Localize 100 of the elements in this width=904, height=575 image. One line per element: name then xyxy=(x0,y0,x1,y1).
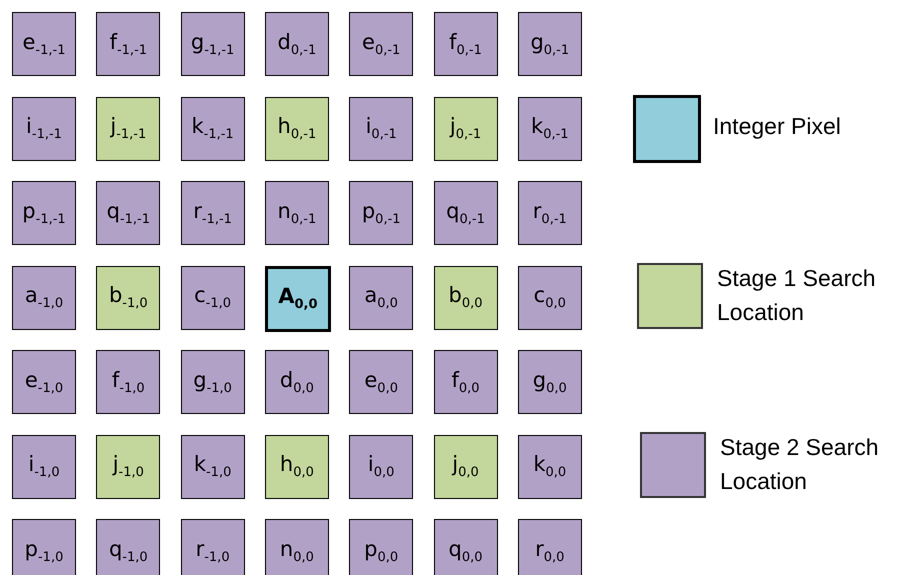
search-location-box xyxy=(518,350,582,414)
pixel-label: p$_{-1,-1}$ xyxy=(22,198,66,228)
legend-label: Integer Pixel xyxy=(713,112,842,141)
search-location-box xyxy=(518,12,582,76)
pixel-label: n$_{0,-1}$ xyxy=(278,198,316,228)
search-location-box xyxy=(12,12,76,76)
search-location-box xyxy=(96,266,160,330)
pixel-label: g$_{0,-1}$ xyxy=(530,30,570,58)
pixel-label: k$_{0,-1}$ xyxy=(531,114,569,143)
search-location-box xyxy=(264,350,329,414)
pixel-label: r$_{-1,-1}$ xyxy=(193,198,232,228)
pixel-label: i$_{0,-1}$ xyxy=(366,114,397,143)
search-location-box xyxy=(349,266,414,330)
pixel-label: n$_{0,0}$ xyxy=(280,536,314,566)
pixel-label: i$_{0,0}$ xyxy=(368,452,394,481)
search-location-box xyxy=(349,350,414,414)
pixel-label: h$_{0,-1}$ xyxy=(278,114,316,143)
pixel-label: q$_{0,0}$ xyxy=(448,536,483,566)
pixel-label: p$_{0,0}$ xyxy=(364,536,398,566)
search-location-box xyxy=(264,12,329,76)
search-location-box xyxy=(180,266,245,330)
search-location-box xyxy=(518,434,582,498)
pixel-label: g$_{-1,0}$ xyxy=(193,368,232,396)
pixel-label: c$_{-1,0}$ xyxy=(194,283,232,312)
search-location-box xyxy=(264,96,329,160)
search-location-box xyxy=(264,519,329,575)
search-location-box xyxy=(180,12,245,76)
search-location-box xyxy=(518,519,582,575)
search-location-box xyxy=(12,519,76,575)
pixel-label: i$_{-1,0}$ xyxy=(28,452,60,481)
pixel-label: r$_{0,0}$ xyxy=(535,536,564,566)
pixel-label: q$_{0,-1}$ xyxy=(446,198,485,228)
integer-pixel-box xyxy=(264,266,331,332)
search-location-box xyxy=(12,434,76,498)
legend-label: Stage 2 Search Location xyxy=(720,433,880,496)
pixel-label: e$_{0,-1}$ xyxy=(362,30,400,58)
legend-label: Stage 1 Search Location xyxy=(717,264,877,327)
search-location-box xyxy=(180,181,245,245)
search-location-box xyxy=(349,181,414,245)
pixel-label: f$_{-1,-1}$ xyxy=(110,30,148,58)
pixel-label: a$_{-1,0}$ xyxy=(24,283,64,312)
pixel-label: f$_{-1,0}$ xyxy=(112,368,145,396)
search-location-box xyxy=(96,519,160,575)
pixel-label: b$_{0,0}$ xyxy=(448,283,483,312)
search-location-box xyxy=(434,434,498,498)
pixel-label: j$_{0,0}$ xyxy=(452,452,479,481)
pixel-label: d$_{0,-1}$ xyxy=(278,30,316,58)
pixel-label: k$_{0,0}$ xyxy=(533,452,566,481)
search-location-box xyxy=(96,434,160,498)
pixel-label: f$_{0,0}$ xyxy=(451,368,480,396)
search-location-box xyxy=(96,350,160,414)
search-location-box xyxy=(12,266,76,330)
pixel-label: q$_{-1,-1}$ xyxy=(106,198,150,228)
search-location-box xyxy=(264,434,329,498)
search-location-box xyxy=(349,434,414,498)
pixel-label: j$_{-1,0}$ xyxy=(112,452,144,481)
search-location-box xyxy=(434,519,498,575)
pixel-label: g$_{-1,-1}$ xyxy=(190,30,234,58)
search-location-box xyxy=(12,96,76,160)
pixel-label: h$_{0,0}$ xyxy=(280,452,314,481)
search-location-box xyxy=(180,434,245,498)
search-location-box xyxy=(96,181,160,245)
pixel-label: e$_{-1,-1}$ xyxy=(22,30,66,58)
pixel-label: e$_{-1,0}$ xyxy=(24,368,64,396)
search-location-box xyxy=(518,266,582,330)
pixel-label: j$_{0,-1}$ xyxy=(450,114,482,143)
pixel-label: f$_{0,-1}$ xyxy=(449,30,482,58)
search-location-box xyxy=(349,519,414,575)
search-location-box xyxy=(434,266,498,330)
search-location-box xyxy=(12,181,76,245)
pixel-label: r$_{0,-1}$ xyxy=(532,198,567,228)
pixel-label: a$_{0,0}$ xyxy=(364,283,398,312)
search-location-box xyxy=(96,96,160,160)
pixel-label: d$_{0,0}$ xyxy=(280,368,314,396)
search-location-box xyxy=(518,96,582,160)
pixel-label: c$_{0,0}$ xyxy=(534,283,566,312)
search-location-box xyxy=(180,350,245,414)
pixel-label: g$_{0,0}$ xyxy=(532,368,567,396)
pixel-label: p$_{0,-1}$ xyxy=(362,198,401,228)
pixel-label: i$_{-1,-1}$ xyxy=(26,114,62,143)
search-location-box xyxy=(264,181,329,245)
search-location-box xyxy=(96,12,160,76)
search-location-box xyxy=(349,96,414,160)
search-location-box xyxy=(434,96,498,160)
search-location-box xyxy=(180,519,245,575)
search-location-box xyxy=(434,350,498,414)
search-location-box xyxy=(434,181,498,245)
search-location-box xyxy=(12,350,76,414)
search-location-box xyxy=(349,12,414,76)
search-location-box xyxy=(434,12,498,76)
pixel-label: k$_{-1,0}$ xyxy=(194,452,232,481)
pixel-label: b$_{-1,0}$ xyxy=(108,283,148,312)
pixel-label: p$_{-1,0}$ xyxy=(24,536,64,566)
search-location-box xyxy=(518,181,582,245)
pixel-label: A$_{0,0}$ xyxy=(278,284,318,313)
pixel-label: r$_{-1,0}$ xyxy=(196,536,230,566)
pixel-label: k$_{-1,-1}$ xyxy=(191,114,234,143)
pixel-label: q$_{-1,0}$ xyxy=(108,536,148,566)
pixel-label: e$_{0,0}$ xyxy=(364,368,398,396)
pixel-label: j$_{-1,-1}$ xyxy=(110,114,146,143)
